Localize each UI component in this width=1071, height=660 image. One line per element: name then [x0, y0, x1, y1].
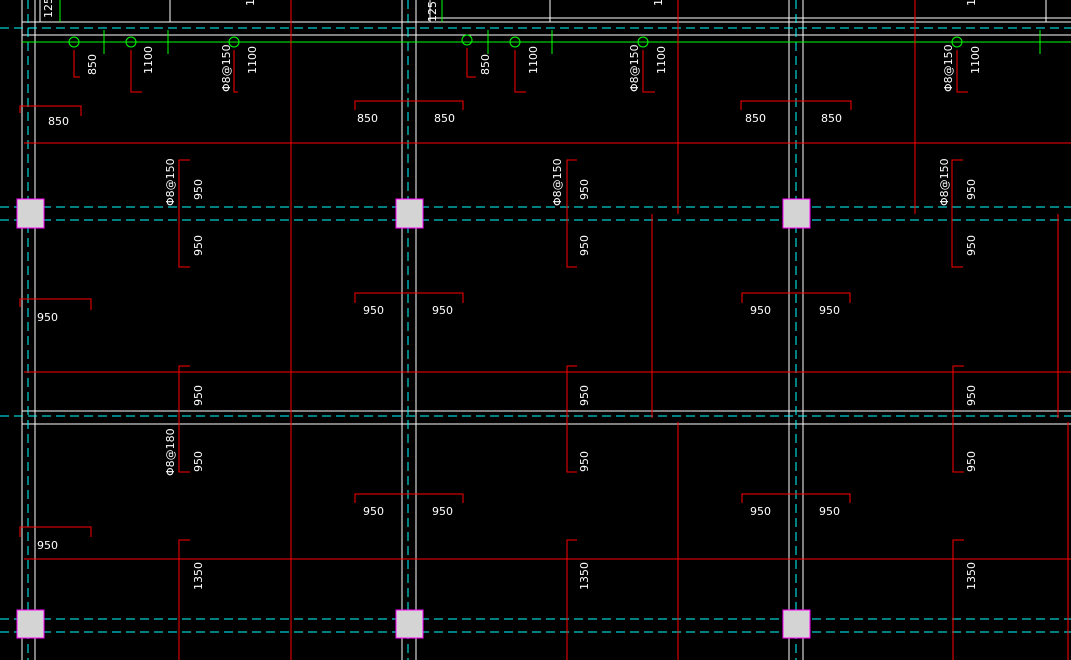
- dimension-label: 950: [37, 311, 58, 324]
- rebar-bracket: [354, 292, 464, 303]
- support-bar-marker: [68, 36, 80, 48]
- dimension-label: 850: [821, 112, 842, 125]
- dimension-label: 950: [819, 304, 840, 317]
- support-bar-marker: [951, 36, 963, 48]
- partial-label: 1: [244, 0, 257, 6]
- wall-outlines: [21, 0, 1071, 660]
- rebar-hook: [233, 50, 238, 93]
- dimension-label: 950: [363, 304, 384, 317]
- rebar-bracket: [354, 493, 464, 503]
- partial-label: 1: [652, 0, 665, 6]
- rebar-hook: [956, 50, 968, 93]
- rebar-bracket: [19, 526, 92, 537]
- rebar-bracket: [19, 298, 92, 310]
- dimension-label: 950: [192, 179, 205, 200]
- bar-spec-label: Φ8@150: [938, 158, 951, 206]
- bar-spec-label: Φ8@150: [551, 158, 564, 206]
- bar-spec-label: Φ8@150: [942, 44, 955, 92]
- dimension-label: 850: [48, 115, 69, 128]
- dimension-label: 950: [750, 304, 771, 317]
- rebar-lines: [19, 0, 1071, 660]
- rebar-bracket: [952, 539, 964, 660]
- dimension-label: 950: [37, 539, 58, 552]
- dimension-label: 950: [578, 235, 591, 256]
- dimension-label: 950: [965, 451, 978, 472]
- support-bar-marker: [509, 36, 521, 48]
- column[interactable]: [16, 609, 45, 639]
- columns: [16, 198, 811, 639]
- spacing-label: 1100: [527, 46, 540, 74]
- column[interactable]: [395, 198, 424, 229]
- dimension-label: 950: [192, 385, 205, 406]
- dimension-label: 950: [578, 385, 591, 406]
- bar-spec-label: Φ8@180: [164, 428, 177, 476]
- dimension-label: 850: [434, 112, 455, 125]
- bar-spec-label: Φ8@150: [164, 158, 177, 206]
- rebar-bracket: [740, 100, 852, 110]
- dimension-label: 950: [363, 505, 384, 518]
- dimension-label: 1350: [192, 562, 205, 590]
- column[interactable]: [395, 609, 424, 639]
- rebar-hook: [514, 50, 526, 93]
- partial-label: 1: [965, 0, 978, 6]
- spacing-label: 1100: [655, 46, 668, 74]
- dimension-label: 950: [965, 385, 978, 406]
- bar-spec-label: Φ8@150: [628, 44, 641, 92]
- rebar-bracket: [178, 159, 190, 268]
- dimension-label: 950: [432, 304, 453, 317]
- dimension-label: 950: [578, 179, 591, 200]
- dimension-label: 950: [192, 451, 205, 472]
- rebar-bracket: [178, 365, 190, 473]
- dimension-label: 950: [578, 451, 591, 472]
- support-bar-marker: [228, 36, 240, 48]
- rebar-bracket: [354, 100, 464, 110]
- support-bar-marker: [125, 36, 137, 48]
- rebar-bracket: [951, 159, 963, 268]
- rebar-hook: [73, 50, 80, 78]
- rebar-hook: [130, 50, 142, 93]
- rebar-hook: [466, 48, 476, 78]
- column[interactable]: [782, 609, 811, 639]
- partial-label: 125: [42, 0, 55, 18]
- partial-label: 125: [426, 1, 439, 22]
- dimension-label: 850: [357, 112, 378, 125]
- rebar-bracket: [952, 365, 964, 473]
- rebar-bracket: [566, 365, 577, 473]
- rebar-bracket: [741, 292, 851, 303]
- rebar-bracket: [566, 159, 577, 268]
- dimension-label: 1350: [965, 562, 978, 590]
- dimension-labels: 125 125 1 1 1 850 1100 Φ8@150 1100 850 1…: [37, 0, 982, 590]
- spacing-label: 850: [86, 54, 99, 75]
- dimension-label: 850: [745, 112, 766, 125]
- support-bars: [22, 0, 1071, 616]
- dimension-label: 950: [965, 235, 978, 256]
- dimension-label: 950: [192, 235, 205, 256]
- dimension-label: 950: [432, 505, 453, 518]
- dimension-label: 950: [750, 505, 771, 518]
- spacing-label: 850: [479, 54, 492, 75]
- rebar-bracket: [741, 493, 851, 503]
- dimension-label: 950: [965, 179, 978, 200]
- rebar-hook: [642, 50, 655, 93]
- spacing-label: 1100: [142, 46, 155, 74]
- rebar-bracket: [566, 539, 577, 660]
- column[interactable]: [782, 198, 811, 229]
- spacing-label: 1100: [969, 46, 982, 74]
- bar-spec-label: Φ8@150: [220, 44, 233, 92]
- rebar-bracket: [19, 105, 82, 116]
- rebar-bracket: [178, 539, 190, 660]
- support-bar-marker: [637, 36, 649, 48]
- spacing-label: 1100: [246, 46, 259, 74]
- support-bar-marker: [461, 34, 473, 46]
- dimension-label: 950: [819, 505, 840, 518]
- column[interactable]: [16, 198, 45, 229]
- dimension-label: 1350: [578, 562, 591, 590]
